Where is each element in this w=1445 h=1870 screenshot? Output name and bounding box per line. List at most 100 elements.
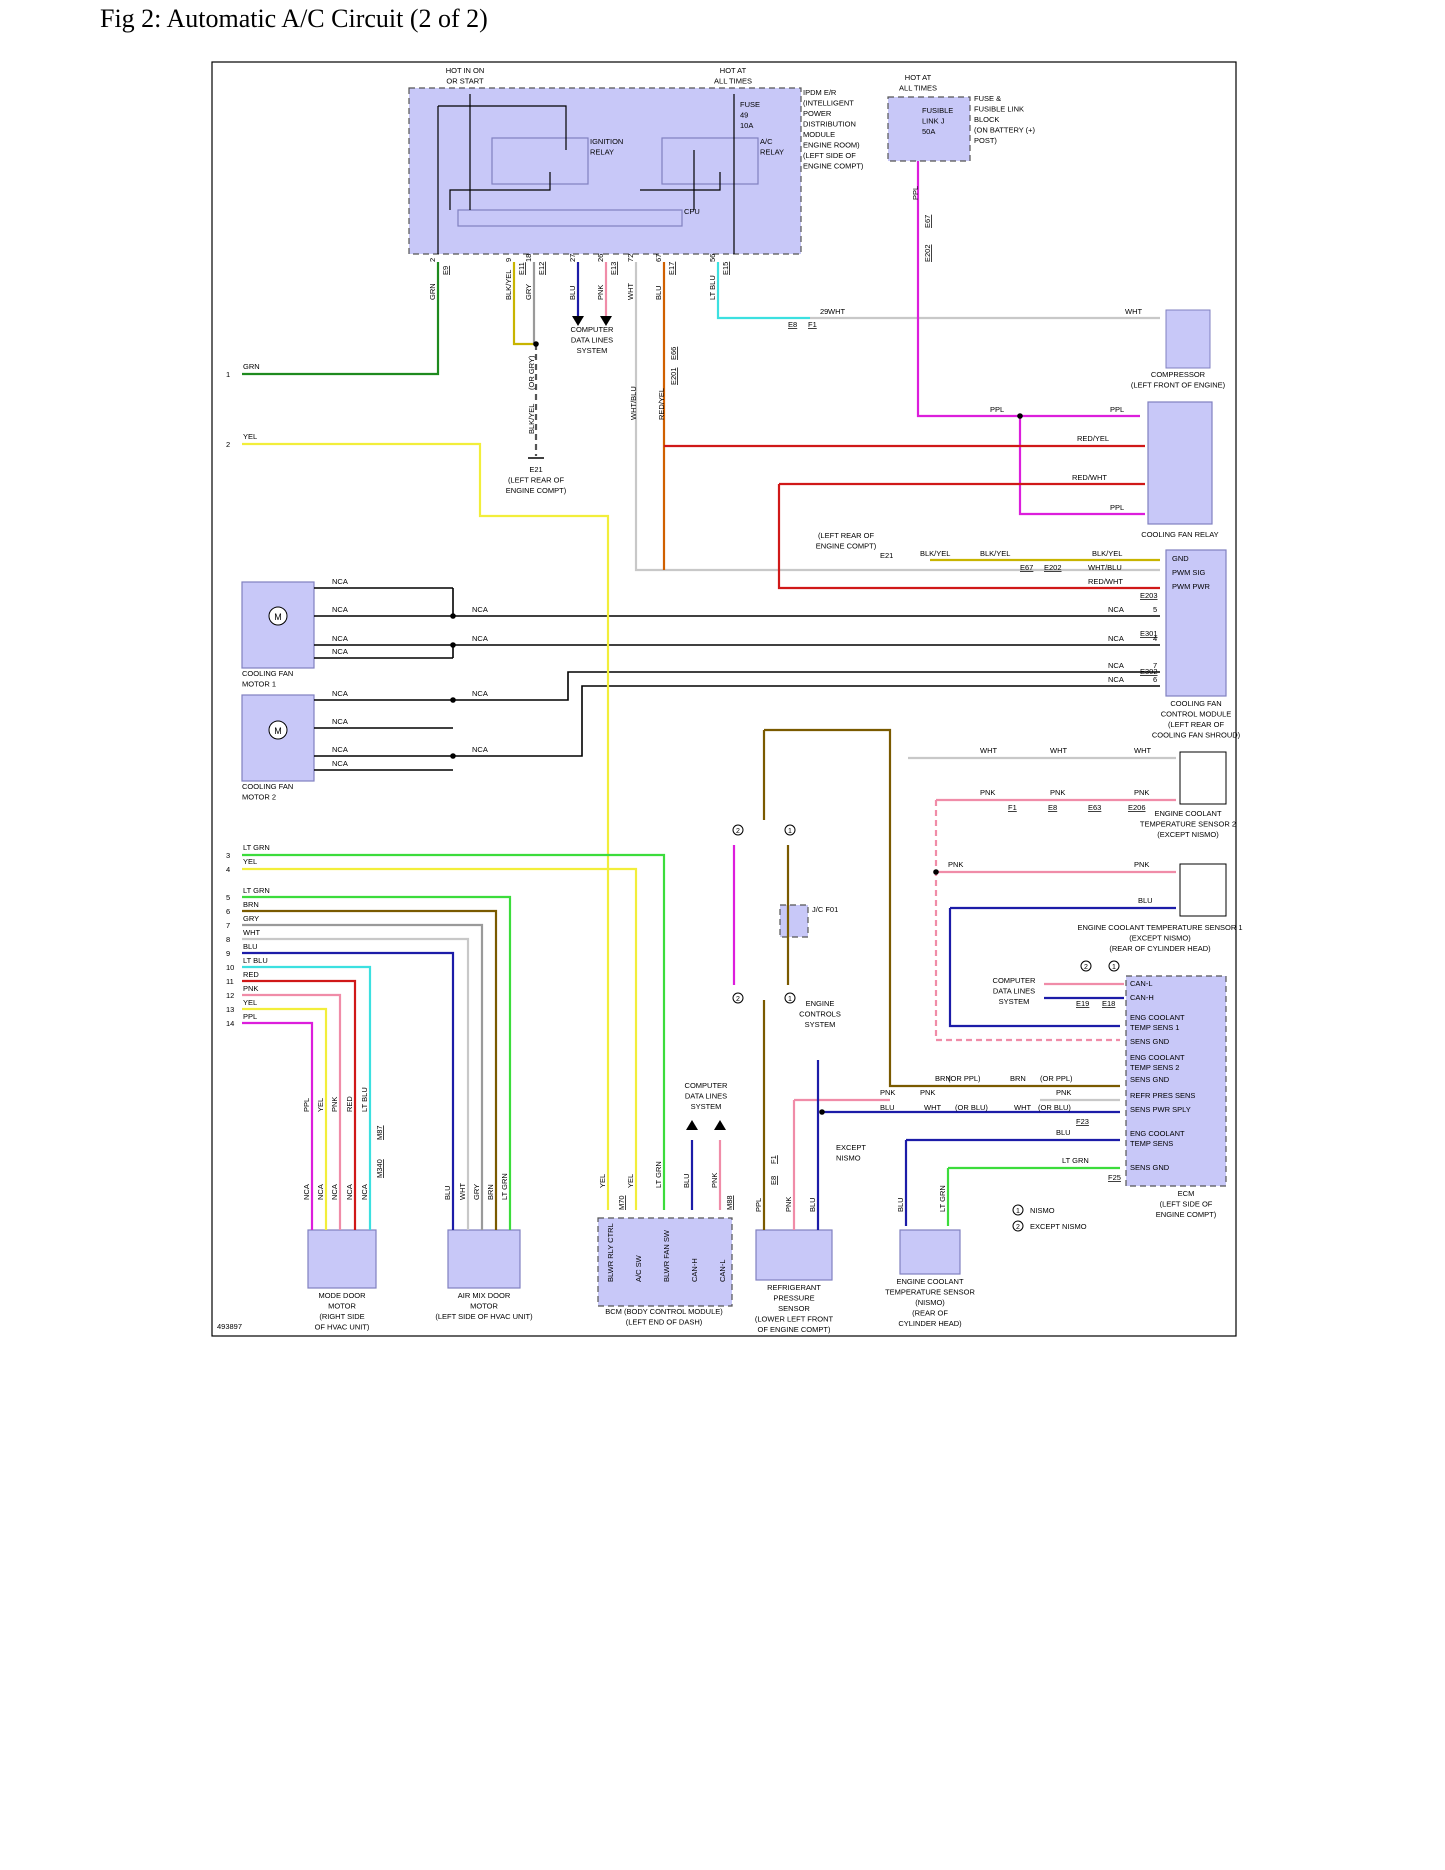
label: NCA [472, 689, 488, 698]
label: NCA [1108, 675, 1124, 684]
label: OF ENGINE COMPT) [758, 1325, 831, 1334]
arrow-data-line [600, 316, 612, 326]
wire-color-label: LT BLU [708, 275, 717, 300]
label: ENGINE [806, 999, 835, 1008]
label: (OR BLU) [955, 1103, 988, 1112]
label: 7 [1153, 661, 1157, 670]
label: COOLING FAN [1170, 699, 1221, 708]
label: SYSTEM [577, 346, 608, 355]
label: RED/WHT [1072, 473, 1107, 482]
label: 49 [740, 111, 748, 120]
ipdm-internal-line [438, 105, 567, 150]
label: E21 [880, 551, 893, 560]
label: ENGINE COOLANT [896, 1277, 964, 1286]
label: E301 [1140, 629, 1158, 638]
label: CONTROL MODULE [1161, 710, 1232, 719]
legend-circle [732, 992, 744, 1004]
label: J/C F01 [812, 905, 838, 914]
arrow-data-line [714, 1120, 726, 1130]
label: ENGINE COMPT) [816, 542, 877, 551]
label: IGNITION [590, 137, 623, 146]
label: COOLING FAN SHROUD) [1152, 731, 1241, 740]
label: (NISMO) [915, 1298, 945, 1307]
legend-circle [784, 992, 796, 1004]
label: HOT AT [720, 66, 747, 75]
label: YEL [243, 857, 257, 866]
label: IPDM E/R [803, 88, 837, 97]
label: (LEFT SIDE OF HVAC UNIT) [435, 1312, 533, 1321]
label: FUSIBLE [922, 106, 953, 115]
label: E67 [923, 215, 932, 228]
ecm-pin-label: SENS GND [1130, 1075, 1170, 1084]
ecm-pin-label: SENS GND [1130, 1163, 1170, 1172]
wire-color-label: WHT [626, 283, 635, 300]
label: BRN [486, 1184, 495, 1200]
label: ENGINE COMPT) [803, 162, 864, 171]
label: ENGINE COOLANT [1154, 809, 1222, 818]
legend-number: 1 [1112, 964, 1116, 971]
pin-number: 72 [626, 254, 635, 262]
label: DATA LINES [685, 1092, 727, 1101]
label: E203 [1140, 591, 1158, 600]
label: F1 [1008, 803, 1017, 812]
label: BRN [935, 1074, 951, 1083]
splice-dot [450, 613, 456, 619]
bcm-pin-label: A/C SW [634, 1254, 643, 1282]
label: FUSE & [974, 94, 1001, 103]
offpage-number: 9 [226, 949, 230, 958]
label: COMPUTER [993, 976, 1037, 985]
wire-ltgrn [242, 895, 512, 1230]
offpage-number: 1 [226, 370, 230, 379]
label: PPL [1110, 503, 1124, 512]
wire-pnk [242, 993, 342, 1230]
label: BLK/YEL [1092, 549, 1122, 558]
wire-gry [242, 923, 484, 1230]
offpage-number: 3 [226, 851, 230, 860]
connector-id: E17 [667, 262, 676, 275]
label: BLU [880, 1103, 895, 1112]
splice-dot [533, 341, 539, 347]
label: BLU [896, 1197, 905, 1212]
label: PNK [980, 788, 995, 797]
offpage-number: 5 [226, 893, 230, 902]
label: MOTOR 1 [242, 680, 276, 689]
compressor [1165, 309, 1211, 369]
label: PNK [880, 1088, 895, 1097]
ecm-pin-label: ENG COOLANT [1130, 1013, 1185, 1022]
label: CYLINDER HEAD) [898, 1319, 962, 1328]
ecm-pin-label: REFR PRES SENS [1130, 1091, 1195, 1100]
legend-circle [1080, 960, 1092, 972]
label: HOT IN ON [446, 66, 485, 75]
label: YEL [316, 1098, 325, 1112]
offpage-number: 10 [226, 963, 234, 972]
label: PPL [1110, 405, 1124, 414]
label: (LEFT REAR OF [818, 531, 875, 540]
label: (OR PPL) [948, 1074, 981, 1083]
label: PNK [948, 860, 963, 869]
label: (RIGHT SIDE [319, 1312, 364, 1321]
wire-color-label: BLU [568, 285, 577, 300]
motor-symbol [268, 720, 288, 740]
label: E8 [1048, 803, 1057, 812]
label: YEL [243, 432, 257, 441]
label: M [274, 612, 282, 622]
label: (REAR OF CYLINDER HEAD) [1109, 944, 1211, 953]
label: NCA [345, 1184, 354, 1200]
ac-relay [661, 137, 759, 185]
label: RED/WHT [1088, 577, 1123, 586]
label: LT BLU [243, 956, 268, 965]
label: 4 [1153, 634, 1157, 643]
wire-lt-grn [242, 853, 666, 1210]
label: COOLING FAN RELAY [1141, 530, 1218, 539]
wire-nca [453, 671, 1160, 701]
label: TEMPERATURE SENSOR [885, 1288, 975, 1297]
arrow-data-line [686, 1120, 698, 1130]
bcm-pin-label: CAN-H [690, 1258, 699, 1282]
pin-number: 9 [504, 258, 513, 262]
legend-circle [784, 824, 796, 836]
label: LT GRN [500, 1173, 509, 1200]
ecm-pin-label: TEMP SENS 1 [1130, 1023, 1179, 1032]
ecm-pin-label: CAN-H [1130, 993, 1154, 1002]
connector-id: E13 [609, 262, 618, 275]
